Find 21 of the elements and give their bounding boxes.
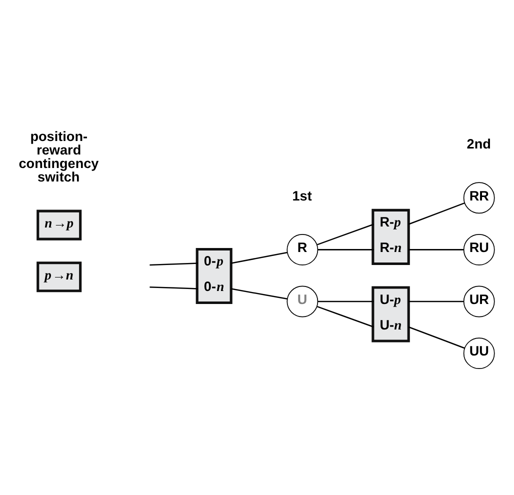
- node-circle: U: [286, 285, 318, 317]
- node-circle: R: [286, 233, 318, 265]
- connector: [150, 262, 198, 266]
- connector: [318, 248, 374, 250]
- connector: [408, 202, 465, 224]
- connector: [408, 326, 465, 348]
- node-circle: UR: [463, 285, 495, 317]
- connector: [150, 286, 198, 289]
- label: position-reward contingency switch: [18, 128, 99, 184]
- node-circle: RR: [463, 182, 495, 214]
- label: 1st: [292, 188, 312, 203]
- connector: [408, 300, 464, 302]
- label: 2nd: [466, 136, 491, 151]
- connector: [408, 248, 464, 250]
- connector: [317, 223, 374, 245]
- connector: [317, 305, 374, 328]
- node-circle: RU: [463, 233, 495, 265]
- connector: [318, 300, 374, 302]
- connector: [230, 251, 288, 264]
- node-circle: UU: [463, 337, 495, 369]
- connector: [230, 288, 288, 300]
